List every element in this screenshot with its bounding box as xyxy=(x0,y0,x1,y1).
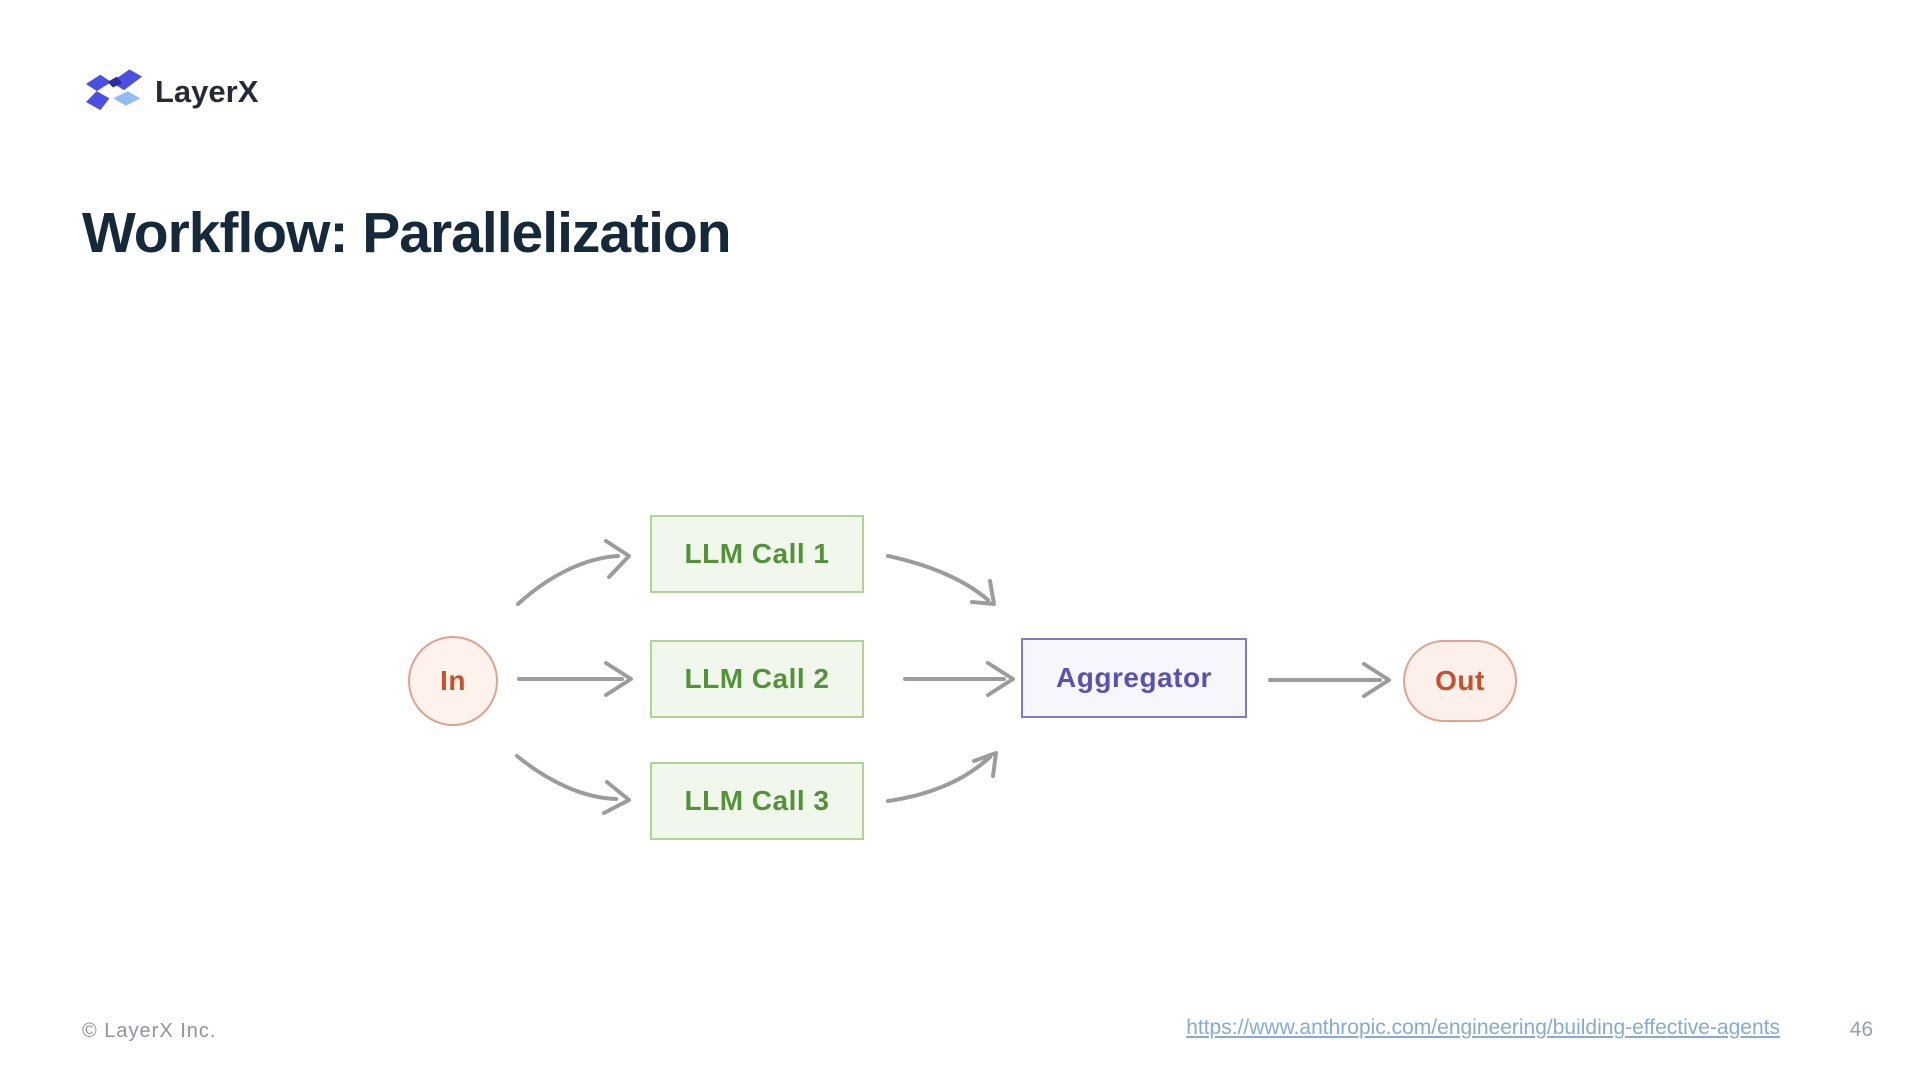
node-llm-call-1: LLM Call 1 xyxy=(650,515,864,593)
edge-aggregator-to-out xyxy=(1268,662,1391,698)
edge-llm3-to-aggregator xyxy=(886,751,998,803)
page-title: Workflow: Parallelization xyxy=(82,201,732,265)
edge-llm1-to-aggregator xyxy=(886,554,996,606)
edge-in-to-llm2 xyxy=(517,661,633,697)
node-out: Out xyxy=(1403,640,1517,722)
footer-copyright: © LayerX Inc. xyxy=(82,1020,217,1042)
page-number: 46 xyxy=(1849,1018,1873,1041)
layerx-logo-icon xyxy=(85,69,143,111)
node-llm-call-3: LLM Call 3 xyxy=(650,762,864,840)
node-in: In xyxy=(408,636,498,726)
layerx-logo: LayerX xyxy=(85,68,258,116)
edge-llm2-to-aggregator xyxy=(903,661,1015,697)
edge-in-to-llm3 xyxy=(515,754,631,815)
footer-reference-link[interactable]: https://www.anthropic.com/engineering/bu… xyxy=(1186,1016,1780,1039)
node-aggregator: Aggregator xyxy=(1021,638,1247,718)
node-llm-call-2: LLM Call 2 xyxy=(650,640,864,718)
logo-wordmark: LayerX xyxy=(155,74,259,109)
edge-in-to-llm1 xyxy=(516,539,631,606)
